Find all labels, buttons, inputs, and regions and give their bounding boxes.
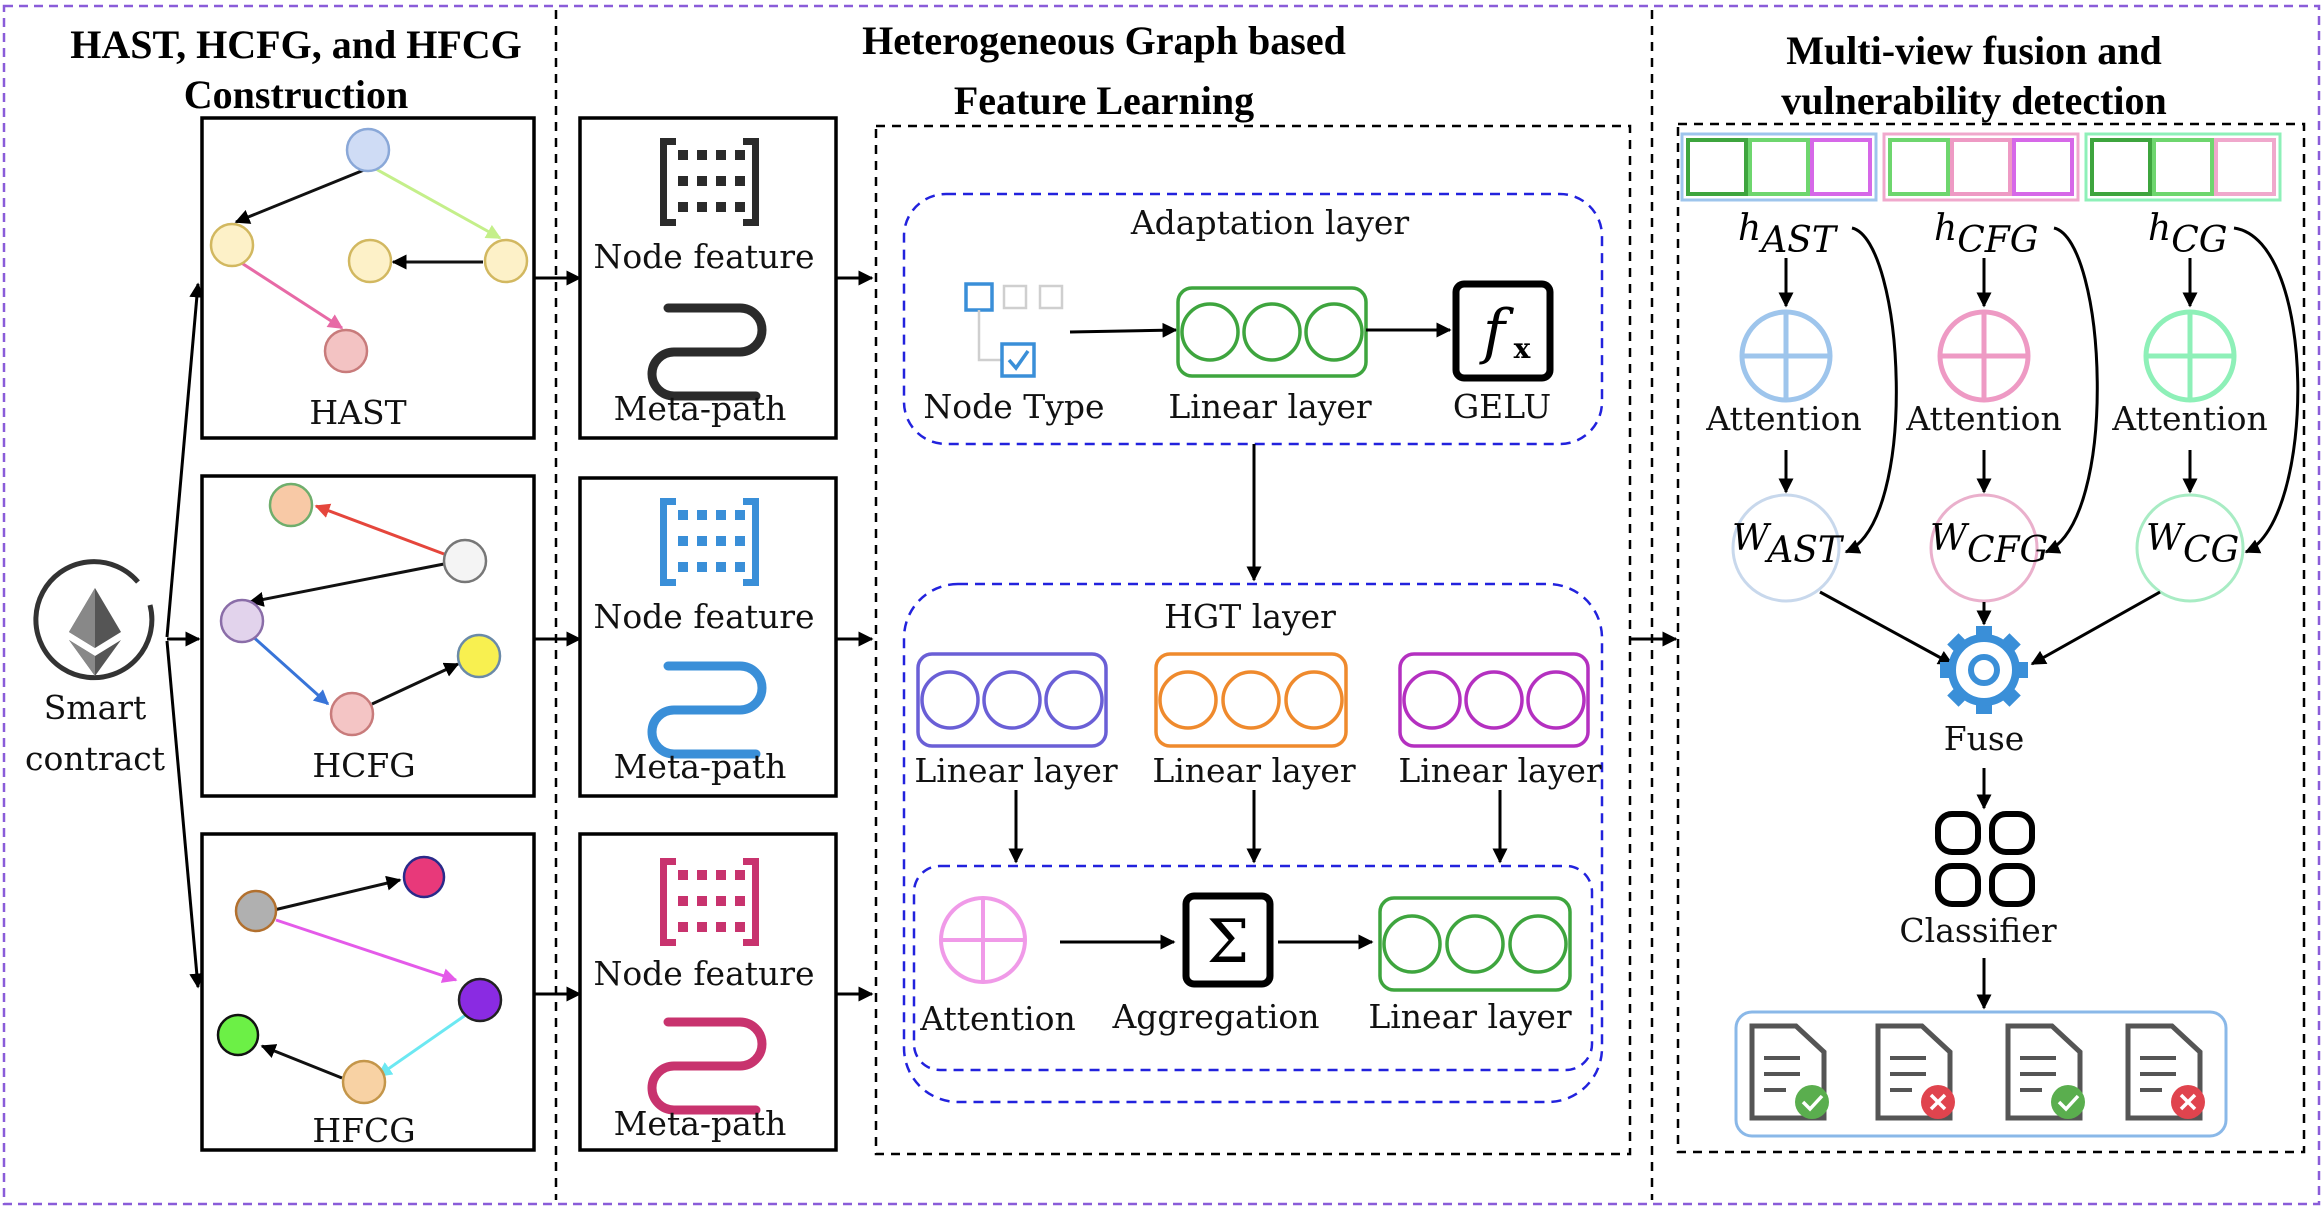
document-bad-icon xyxy=(2125,1023,2205,1121)
attention-ast-icon xyxy=(1739,309,1833,403)
embedding-strip-cfg xyxy=(1882,132,2080,202)
outer-frame xyxy=(2,4,2321,1206)
hgt-linear-label-1: Linear layer xyxy=(914,751,1118,790)
arrow-nodetype-linear xyxy=(1069,322,1178,338)
gelu-label: GELU xyxy=(1453,387,1551,426)
skip-curve-cg xyxy=(2233,226,2300,554)
weight-cg-circle xyxy=(2135,493,2245,603)
meta-path-icon xyxy=(647,661,767,759)
results-box xyxy=(1734,1010,2228,1138)
smart-contract-label-1: Smart xyxy=(44,688,147,727)
node-type-label: Node Type xyxy=(923,387,1104,426)
aggregation-label: Aggregation xyxy=(1111,997,1319,1036)
header-fusion-2: vulnerability detection xyxy=(1781,78,2167,123)
header-construction-1: HAST, HCFG, and HFCG xyxy=(70,22,522,67)
attention-cg-label: Attention xyxy=(2111,399,2268,438)
gelu-function-icon: f x xyxy=(1452,280,1554,382)
arrow-w-ast-fuse xyxy=(1819,590,1954,666)
hcfg-graph xyxy=(219,482,502,737)
feature-box-cg: Node feature Meta-path xyxy=(578,832,838,1152)
fuse-label: Fuse xyxy=(1944,719,2025,758)
weight-ast-circle xyxy=(1731,493,1841,603)
classifier-icon xyxy=(1935,811,2035,907)
hgt-linear-layer-3 xyxy=(1398,652,1590,748)
hgt-layer-title: HGT layer xyxy=(1164,597,1336,636)
arrow-contract-hast xyxy=(165,282,205,638)
hcfg-label: HCFG xyxy=(312,746,415,785)
arrow-contract-hfcg xyxy=(165,640,205,989)
document-ok-icon xyxy=(1749,1023,1829,1121)
hgt-output-linear-label: Linear layer xyxy=(1368,997,1572,1036)
hgt-attention-label: Attention xyxy=(919,999,1076,1038)
h-ast-label: hAST xyxy=(1738,208,1839,261)
hast-graph xyxy=(209,127,529,374)
weight-cfg-circle xyxy=(1929,493,2039,603)
attention-ast-label: Attention xyxy=(1705,399,1862,438)
document-ok-icon xyxy=(2005,1023,2085,1121)
node-feature-label: Node feature xyxy=(593,597,814,636)
hgt-output-linear-layer xyxy=(1378,896,1572,992)
ethereum-icon xyxy=(33,559,155,681)
header-fusion-1: Multi-view fusion and xyxy=(1786,28,2162,73)
sigma-icon: Σ xyxy=(1182,892,1274,988)
hast-label: HAST xyxy=(309,393,406,432)
adaptation-layer-title: Adaptation layer xyxy=(1130,203,1410,242)
meta-path-icon xyxy=(647,1017,767,1115)
h-cfg-label: hCFG xyxy=(1934,208,2038,261)
hgt-linear-label-2: Linear layer xyxy=(1152,751,1356,790)
feature-box-cfg: Node feature Meta-path xyxy=(578,476,838,798)
meta-path-label: Meta-path xyxy=(614,747,787,786)
smart-contract-label-2: contract xyxy=(25,739,165,778)
svg-text:x: x xyxy=(1514,332,1531,365)
h-cg-label: hCG xyxy=(2148,208,2228,261)
header-learning-1: Heterogeneous Graph based xyxy=(862,18,1346,63)
svg-text:Σ: Σ xyxy=(1207,907,1249,977)
adaptation-linear-layer xyxy=(1176,286,1368,378)
fusion-container xyxy=(1676,122,2306,1154)
arrow-w-cg-fuse xyxy=(2030,590,2161,666)
weight-ast-label: WAST xyxy=(1732,518,1845,571)
node-type-icon xyxy=(964,282,1064,378)
hgt-attention-icon xyxy=(939,896,1027,984)
classifier-label: Classifier xyxy=(1899,911,2056,950)
meta-path-label: Meta-path xyxy=(614,389,787,428)
attention-cg-icon xyxy=(2143,309,2237,403)
document-bad-icon xyxy=(1875,1023,1955,1121)
node-feature-label: Node feature xyxy=(593,954,814,993)
skip-curve-ast xyxy=(1844,226,1898,554)
hgt-linear-label-3: Linear layer xyxy=(1398,751,1602,790)
embedding-strip-ast xyxy=(1680,132,1878,202)
weight-cg-label: WCG xyxy=(2146,518,2239,571)
meta-path-icon xyxy=(647,303,767,401)
hgt-linear-layer-1 xyxy=(916,652,1108,748)
node-feature-icon xyxy=(660,138,759,226)
header-construction-2: Construction xyxy=(184,72,408,117)
hgt-linear-layer-2 xyxy=(1154,652,1348,748)
node-feature-label: Node feature xyxy=(593,237,814,276)
attention-cfg-label: Attention xyxy=(1905,399,2062,438)
gear-icon xyxy=(1940,626,2028,714)
skip-curve-cfg xyxy=(2044,226,2099,554)
adaptation-linear-label: Linear layer xyxy=(1168,387,1372,426)
feature-box-ast: Node feature Meta-path xyxy=(578,116,838,440)
weight-cfg-label: WCFG xyxy=(1930,518,2048,571)
attention-cfg-icon xyxy=(1937,309,2031,403)
header-learning-2: Feature Learning xyxy=(954,78,1254,123)
node-feature-icon xyxy=(660,498,759,586)
meta-path-label: Meta-path xyxy=(614,1104,787,1143)
embedding-strip-cg xyxy=(2084,132,2282,202)
hfcg-graph xyxy=(216,855,503,1105)
node-feature-icon xyxy=(660,858,759,946)
hfcg-label: HFCG xyxy=(312,1111,415,1150)
